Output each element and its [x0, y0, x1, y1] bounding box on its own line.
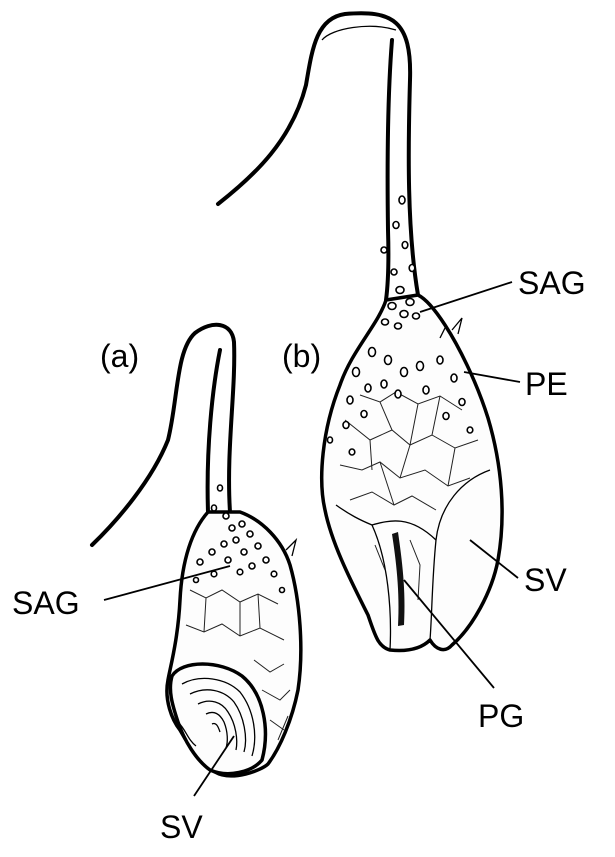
label-b-pe: PE [525, 366, 568, 402]
specimen-a [92, 325, 301, 776]
panel-b-label: (b) [282, 338, 321, 374]
specimen-b-body [322, 295, 502, 651]
leader-b-sag [420, 282, 512, 312]
label-a-sag: SAG [12, 585, 80, 621]
panel-a-label: (a) [100, 338, 139, 374]
label-b-sag: SAG [518, 265, 586, 301]
label-b-pg: PG [478, 698, 524, 734]
label-a-sv: SV [160, 809, 203, 845]
specimen-b-stalk [218, 13, 418, 300]
label-b-sv: SV [524, 562, 567, 598]
